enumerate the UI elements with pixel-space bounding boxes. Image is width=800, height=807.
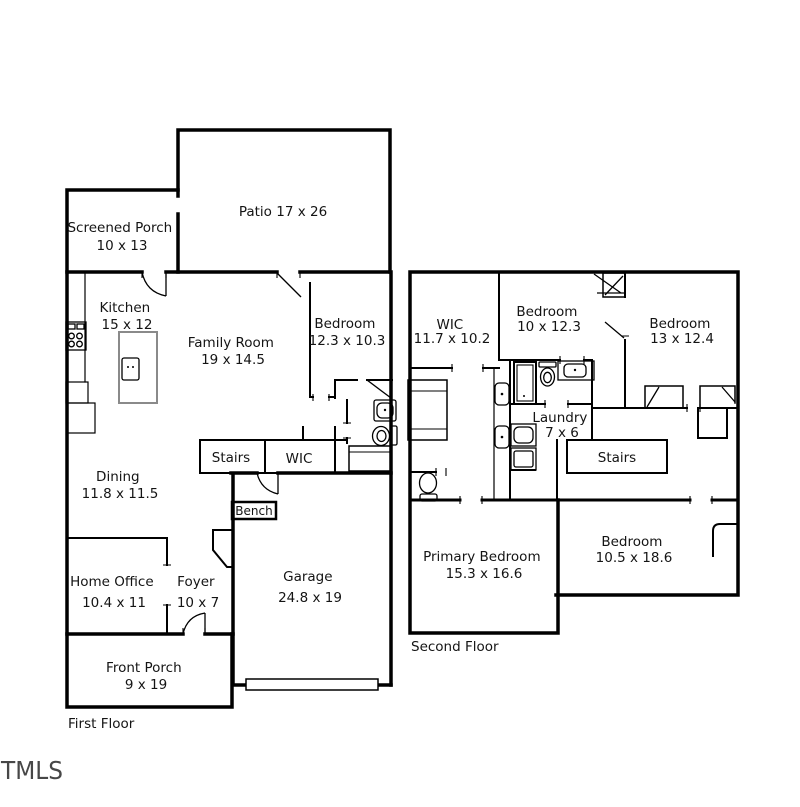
first-floor-exterior-walls	[65, 270, 393, 687]
room-label-bedroom-a: Bedroom 10 x 12.3	[516, 304, 581, 335]
room-label-bedroom-ff: Bedroom 12.3 x 10.3	[309, 316, 386, 349]
garage-entry-door-arc	[256, 472, 279, 495]
hall-closet-box	[697, 407, 728, 439]
label-stairs-ff: Stairs	[212, 450, 250, 466]
second-floor-door-ticks	[435, 335, 713, 504]
bathroom-sink-icon	[373, 399, 397, 422]
kitchen-island	[118, 331, 158, 404]
room-label-family-room: Family Room 19 x 14.5	[188, 335, 278, 368]
patio-walls	[176, 128, 392, 274]
room-label-laundry: Laundry 7 x 6	[532, 410, 591, 441]
dining-niche	[66, 402, 96, 434]
front-door-arc	[182, 612, 206, 635]
room-label-front-porch: Front Porch 9 x 19	[106, 660, 186, 693]
shower	[348, 445, 392, 472]
second-floor-label: Second Floor	[411, 639, 499, 655]
bedroom-c-nook	[712, 523, 739, 557]
washer-dryer-icons	[510, 423, 537, 471]
room-label-bedroom-b: Bedroom 13 x 12.4	[649, 316, 714, 347]
stairwell-hatch	[407, 379, 448, 441]
bench-box	[230, 500, 278, 521]
primary-vanity-sinks	[494, 382, 510, 449]
second-floor-exterior-walls	[408, 270, 740, 635]
room-label-home-office: Home Office 10.4 x 11	[70, 574, 158, 611]
room-label-bedroom-c: Bedroom 10.5 x 18.6	[596, 534, 673, 566]
room-label-wic2: WIC 11.7 x 10.2	[414, 317, 491, 347]
screened-porch-walls	[65, 188, 180, 274]
label-bench: Bench	[235, 504, 272, 518]
bedroom-closet-walls	[334, 379, 393, 399]
label-wic-ff: WIC	[286, 451, 313, 467]
bedroom-closet-door-swing	[366, 379, 392, 399]
stairs2-box	[566, 439, 668, 474]
garage-door	[245, 678, 379, 691]
label-stairs-sf: Stairs	[598, 450, 636, 466]
hall-bath-wall	[302, 399, 348, 444]
room-label-patio: Patio 17 x 26	[239, 204, 327, 220]
room-label-foyer: Foyer 10 x 7	[177, 574, 219, 611]
toilet-icon	[371, 425, 398, 447]
room-label-dining: Dining 11.8 x 11.5	[82, 469, 159, 502]
patio-family-door-swing	[276, 272, 302, 298]
hall-toilet-icon	[538, 361, 557, 387]
first-floor-plan: Screened Porch 10 x 13 Patio 17 x 26 Kit…	[65, 128, 398, 732]
room-label-kitchen: Kitchen 15 x 12	[99, 300, 154, 333]
foyer-closet-walls	[212, 529, 234, 568]
first-floor-door-ticks	[141, 272, 351, 634]
room-label-garage: Garage 24.8 x 19	[278, 569, 342, 606]
hall-shower	[513, 361, 537, 405]
room-label-screened-porch: Screened Porch 10 x 13	[67, 220, 176, 254]
bedroom-b-door-swing	[604, 321, 625, 339]
primary-toilet-icon	[418, 472, 438, 502]
wic-box	[264, 439, 336, 474]
bedroom-a-closet-door-swing	[593, 273, 625, 294]
hall-vanity-sink	[557, 360, 595, 381]
wic2-walls	[409, 273, 500, 369]
porch-kitchen-door-arc	[141, 271, 167, 297]
kitchen-cabinet	[65, 381, 89, 404]
tmls-watermark: TMLS	[0, 756, 63, 785]
first-floor-label: First Floor	[68, 716, 135, 732]
room-label-primary-bedroom: Primary Bedroom 15.3 x 16.6	[423, 549, 545, 582]
second-floor-plan: WIC 11.7 x 10.2 Bedroom 10 x 12.3 Bedroo…	[407, 270, 740, 655]
home-office-walls	[67, 537, 168, 633]
stove-icon	[65, 321, 87, 351]
bedroom-b-closets	[602, 272, 736, 409]
